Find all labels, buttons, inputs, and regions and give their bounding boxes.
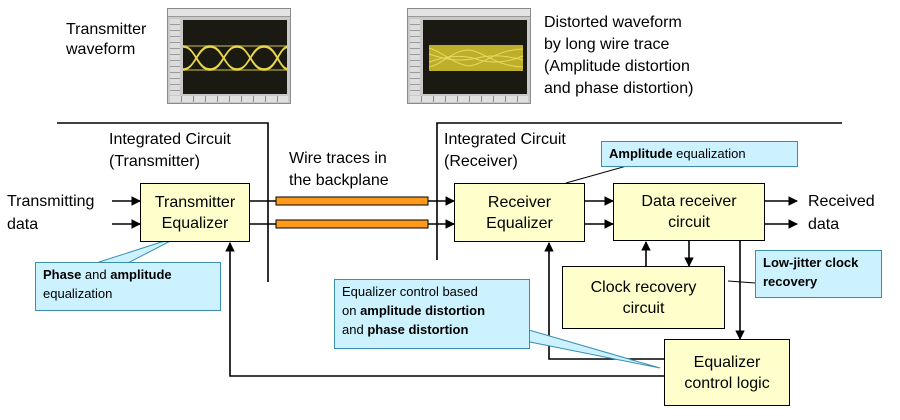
transmitter-waveform-scope [167,8,291,104]
scope-menu-bar [168,9,290,17]
scope-menu-bar [408,9,530,17]
transmitting-data-label: Transmitting data [7,193,95,233]
wire-trace-1 [275,196,429,206]
equalizer-control-label: Equalizer control logic [684,353,770,392]
distorted-waveform-scope [407,8,531,104]
wire-trace-2 [275,219,429,229]
scope-screen [183,20,287,94]
equalizer-control-basis-callout: Equalizer control based on amplitude dis… [334,279,530,349]
receiver-ic-label: Integrated Circuit (Receiver) [444,131,566,170]
scope-bottom-buttons [410,96,528,102]
receiver-equalizer-block: Receiver Equalizer [454,183,585,242]
closed-eye-diagram [428,45,524,71]
data-receiver-block: Data receiver circuit [613,183,765,241]
clock-recovery-label: Clock recovery circuit [590,278,697,317]
transmitter-waveform-label: Transmitter waveform [66,21,147,58]
amplitude-equalization-callout: Amplitude equalization [601,141,798,167]
received-data-label: Received data [808,193,875,233]
callout-line-1: Phase and amplitude [43,267,172,282]
open-eye-diagram [183,45,287,71]
receiver-equalizer-label: Receiver Equalizer [486,193,553,232]
phase-amplitude-callout: Phase and amplitude equalization [35,262,221,311]
transmitter-equalizer-label: Transmitter Equalizer [154,193,236,232]
clock-recovery-block: Clock recovery circuit [562,266,725,329]
transmitter-equalizer-block: Transmitter Equalizer [140,183,250,242]
scope-side-buttons [170,19,180,95]
equalizer-control-block: Equalizer control logic [664,339,790,406]
scope-side-buttons [410,19,420,95]
data-receiver-label: Data receiver circuit [641,193,737,231]
distorted-waveform-label: Distorted waveform by long wire trace (A… [544,14,694,97]
transmitter-ic-label: Integrated Circuit (Transmitter) [109,131,231,170]
callout-line-2: equalization [43,286,113,301]
scope-screen [423,20,527,94]
low-jitter-callout: Low-jitter clock recovery [755,250,882,298]
wire-traces-label: Wire traces in the backplane [289,150,389,189]
scope-bottom-buttons [170,96,288,102]
